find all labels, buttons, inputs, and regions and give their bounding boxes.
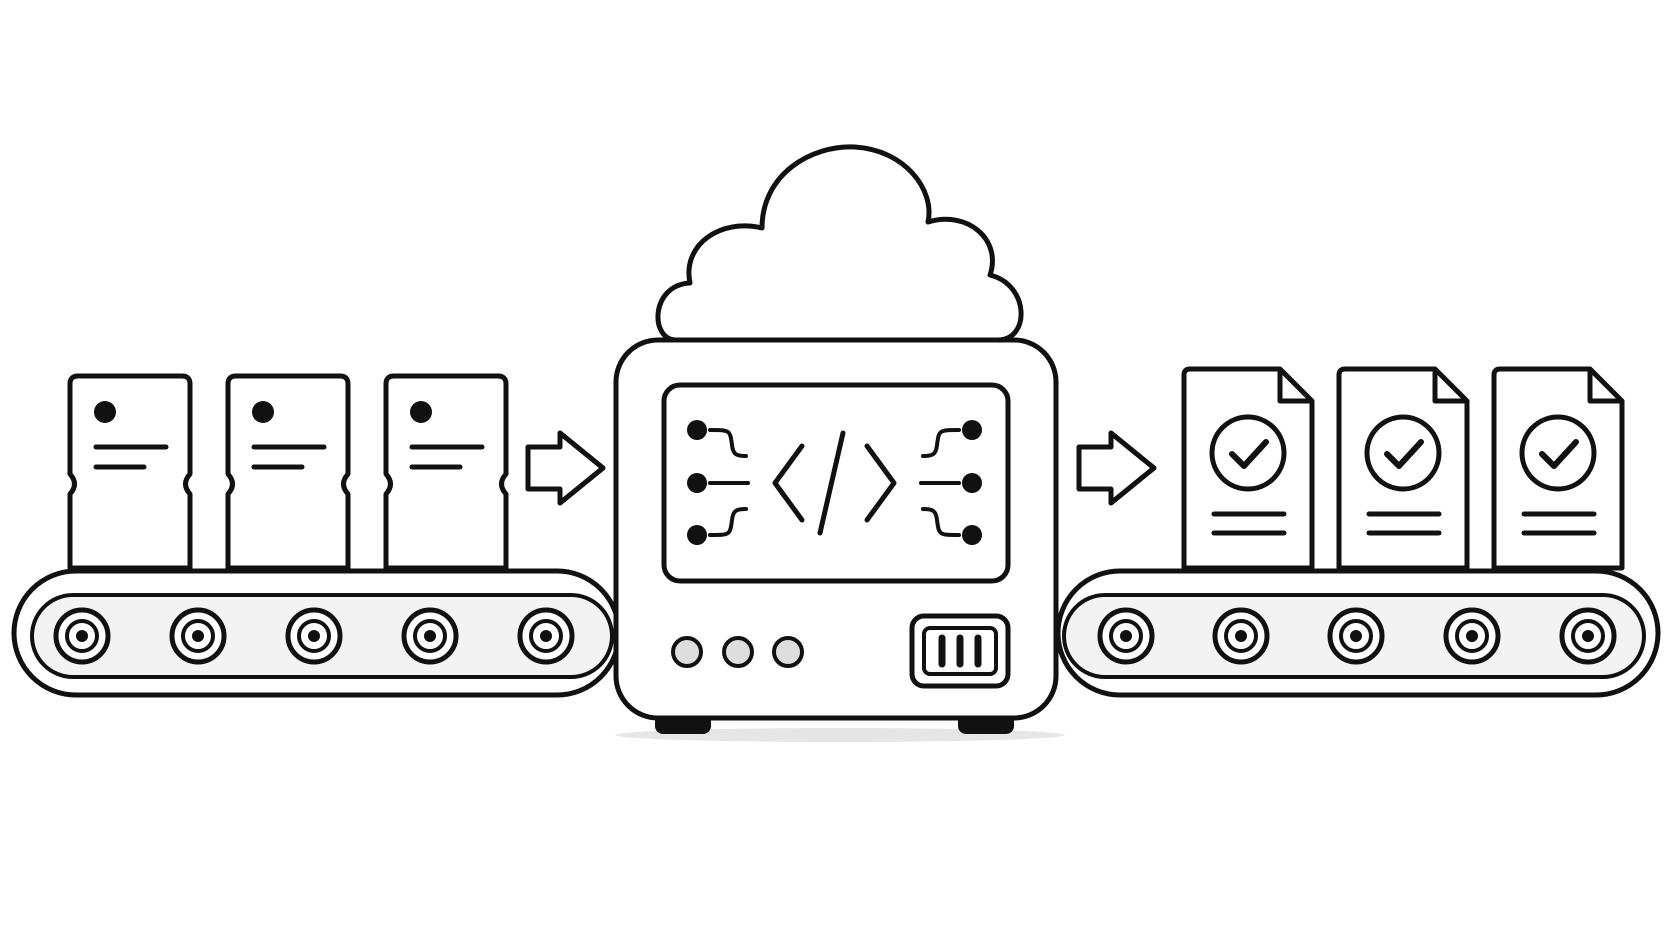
- checkmark-document-icon: [1336, 366, 1470, 571]
- vent-panel-icon: [909, 613, 1011, 689]
- indicator-light: [772, 636, 804, 668]
- ticket-card-icon: [67, 373, 193, 571]
- input-items: [67, 373, 509, 571]
- conveyor-rollers: [1097, 607, 1617, 665]
- roller-icon: [1443, 607, 1501, 665]
- ticket-card-icon: [383, 373, 509, 571]
- roller-icon: [1097, 607, 1155, 665]
- roller-icon: [517, 607, 575, 665]
- processing-machine: [613, 337, 1059, 734]
- node-connector-icon: [919, 420, 982, 545]
- code-brackets-icon: [772, 430, 897, 536]
- roller-icon: [1327, 607, 1385, 665]
- roller-icon: [401, 607, 459, 665]
- checkmark-document-icon: [1491, 366, 1625, 571]
- checkmark-document-icon: [1181, 366, 1315, 571]
- machine-shadow: [615, 728, 1065, 742]
- conveyor-rollers: [53, 607, 575, 665]
- roller-icon: [1559, 607, 1617, 665]
- node-connector-icon: [687, 420, 750, 545]
- roller-icon: [169, 607, 227, 665]
- output-conveyor: [1055, 568, 1661, 698]
- screen-shading: [666, 480, 1006, 579]
- ticket-card-icon: [225, 373, 351, 571]
- indicator-light: [722, 636, 754, 668]
- arrow-right-icon: [1076, 430, 1157, 506]
- input-conveyor: [11, 568, 622, 698]
- cloud-icon: [655, 144, 1024, 343]
- output-items: [1181, 366, 1625, 571]
- roller-icon: [53, 607, 111, 665]
- roller-icon: [285, 607, 343, 665]
- indicator-lights: [671, 636, 804, 668]
- roller-icon: [1212, 607, 1270, 665]
- arrow-right-icon: [525, 430, 606, 506]
- indicator-light: [671, 636, 703, 668]
